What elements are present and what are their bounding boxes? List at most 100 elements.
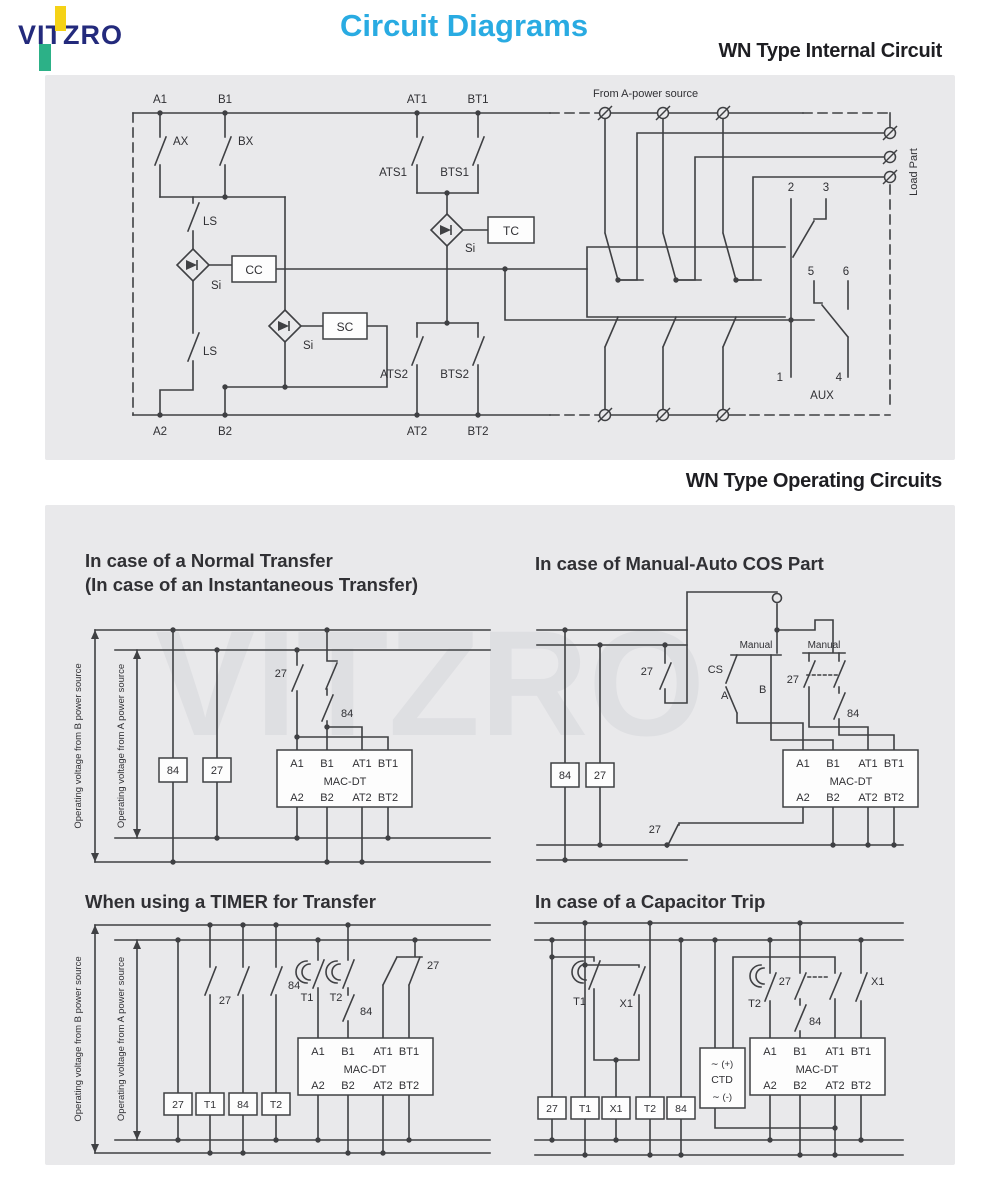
source-b-label: Operating voltage from B power source [73,956,84,1121]
macdt-pin: A1 [311,1046,324,1058]
coil-box [550,762,580,788]
tc-box [487,216,535,244]
coil-box [635,1096,665,1120]
contact-label: 27 [649,824,661,836]
contact-label: B [759,684,766,696]
operating-circuits-panel: VITZRO In case of a Normal Transfer (In … [45,505,955,1165]
terminal-circle-icon [597,105,613,121]
terminal-label: A2 [153,426,167,438]
macdt-pin: B1 [341,1046,354,1058]
manual-auto-cos-circuit: In case of Manual-Auto COS Part [535,553,919,863]
coil-box [158,757,188,783]
aux-label: AUX [810,390,834,402]
aux-pin-label: 2 [788,182,794,194]
contact-label: LS [203,346,217,358]
internal-labels: A1 B1 AT1 BT1 A2 B2 AT2 BT2 AX BX LS LS … [153,88,920,438]
macdt-name: MAC-DT [830,776,873,788]
manual-label: Manual [808,640,841,651]
contact-label: T1 [573,996,586,1008]
contact-label: AX [173,136,189,148]
macdt-pin: AT2 [858,792,877,804]
subcircuit-title: (In case of an Instantaneous Transfer) [85,574,418,595]
terminal-label: BT1 [467,94,488,106]
logo-text: VITZRO [18,20,123,50]
macdt-pin: A2 [763,1080,776,1092]
source-a-label: Operating voltage from A power source [116,957,127,1121]
subcircuit-title: In case of a Normal Transfer [85,550,333,571]
mac-dt-box [297,1037,434,1096]
contact-label: ATS2 [380,369,408,381]
aux-pin-label: 1 [777,372,783,384]
macdt-pin: A2 [290,792,303,804]
from-a-power-label: From A-power source [593,88,698,100]
macdt-pin: B1 [826,758,839,770]
contact-label: 84 [288,980,300,992]
ctd-plus-label: ∼ (+) [711,1059,733,1070]
terminal-label: A1 [153,94,167,106]
rectifier-si-icons [175,212,465,344]
macdt-name: MAC-DT [796,1064,839,1076]
macdt-pin: B1 [793,1046,806,1058]
terminal-circle-icon [882,149,898,165]
macdt-pin: BT1 [399,1046,419,1058]
coil-box-label: T2 [270,1099,282,1111]
watermark: VITZRO [155,599,705,767]
contact-label: 27 [641,666,653,678]
coil-box-label: 27 [172,1099,184,1111]
terminal-circle-icon [655,407,671,423]
manual-label: Manual [740,640,773,651]
macdt-pin: AT2 [825,1080,844,1092]
contact-label: T1 [301,992,314,1004]
normal-transfer-circuit: In case of a Normal Transfer (In case of… [73,550,491,865]
ctd-minus-label: ∼ (-) [712,1092,732,1103]
contact-label: 84 [341,708,353,720]
sc-box [322,312,368,340]
contact-label: T2 [748,998,761,1010]
page-title: Circuit Diagrams [340,8,589,43]
mac-dt-box [749,1037,886,1096]
macdt-pin: BT1 [884,758,904,770]
coil-box-label: 84 [237,1099,249,1111]
macdt-pin: B2 [793,1080,806,1092]
coil-box-label: 84 [675,1103,687,1115]
contact-label: BX [238,136,254,148]
aux-pin-label: 6 [843,266,849,278]
macdt-pin: A1 [290,758,303,770]
macdt-pin: B2 [341,1080,354,1092]
slashed-terminal-icons [597,105,898,423]
rectifier-diamond-icon [267,308,303,344]
coil-box [585,762,615,788]
macdt-pin: AT2 [373,1080,392,1092]
contact-label: 27 [779,976,791,988]
source-a-label: Operating voltage from A power source [116,664,127,828]
macdt-pin: BT2 [851,1080,871,1092]
aux-pin-label: 4 [836,372,843,384]
coil-box [163,1092,193,1116]
macdt-pin: B2 [320,792,333,804]
tc-box-label: TC [503,224,519,238]
contact-label: 27 [219,995,231,1007]
internal-circuit-diagram: A1 B1 AT1 BT1 A2 B2 AT2 BT2 AX BX LS LS … [132,88,920,438]
coil-box [228,1092,258,1116]
contact-label: 84 [847,708,859,720]
capacitor-trip-circuit: In case of a Capacitor Trip [534,891,904,1158]
contact-label: T2 [330,992,343,1004]
contact-label: X1 [871,976,884,988]
coil-box [570,1096,600,1120]
contact-label: BTS2 [440,369,469,381]
terminal-label: B1 [218,94,232,106]
coil-box [261,1092,291,1116]
internal-circuit-heading: WN Type Internal Circuit [718,40,942,62]
contact-label: A [721,690,729,702]
coil-box-label: T2 [644,1103,656,1115]
macdt-pin: A2 [796,792,809,804]
terminal-circle-icon [655,105,671,121]
terminal-label: AT2 [407,426,427,438]
contact-label: 84 [809,1016,821,1028]
coil-box-label: 27 [211,765,223,777]
vitzro-logo: VITZRO [18,6,218,76]
coil-box-label: 27 [546,1103,558,1115]
coil-box [537,1096,567,1120]
logo-green-mark [39,44,51,71]
